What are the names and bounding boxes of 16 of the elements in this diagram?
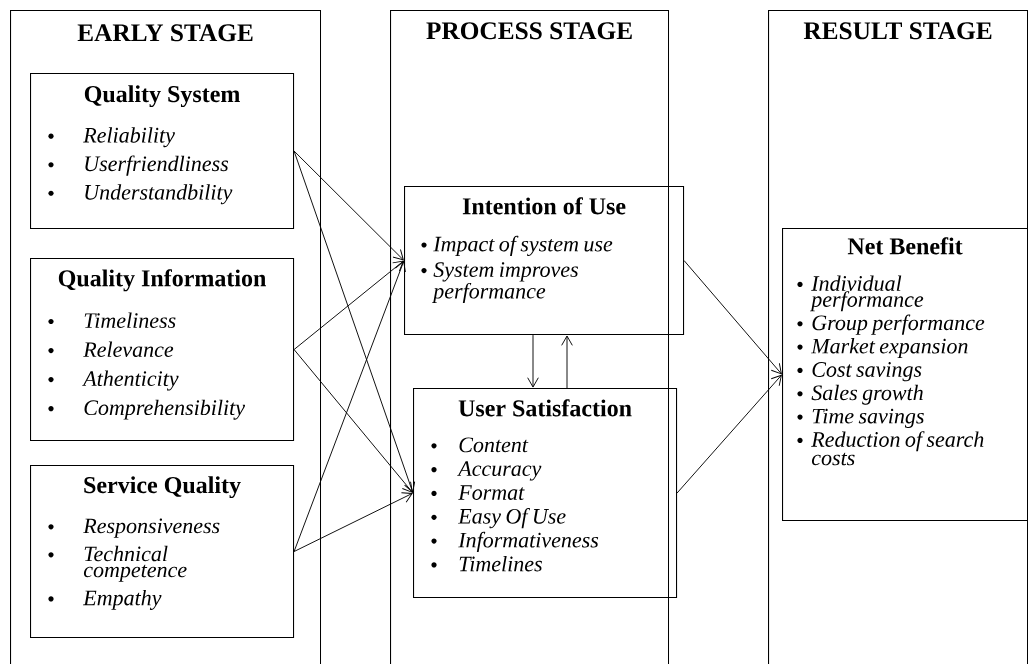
arrow	[293, 150, 416, 493]
factor-box: Service Quality Responsiveness Technical competence Empathy	[30, 465, 295, 639]
arrow	[293, 260, 406, 552]
factor-box: Intention of Use Impact of system use System improves performance	[404, 186, 685, 336]
arrow	[683, 260, 782, 375]
arrow	[293, 349, 413, 493]
factor-box: User Satisfaction Content Accuracy Format Easy Of Use Informativeness Timelines	[413, 388, 678, 599]
arrow	[527, 334, 539, 388]
arrow	[293, 260, 404, 350]
arrow	[293, 492, 413, 552]
arrow	[293, 150, 404, 261]
factor-box: Quality Information Timeliness Relevance Athenticity Comprehensibility	[30, 258, 295, 442]
factor-box: Quality System Reliability Userfriendliness Understandbility	[30, 73, 295, 230]
arrow	[676, 374, 782, 494]
arrow	[561, 335, 573, 389]
factor-box: Net Benefit Individual performance Group performance Market expansion Cost savings Sales growth Time savings Reduction of search costs	[782, 228, 1028, 522]
